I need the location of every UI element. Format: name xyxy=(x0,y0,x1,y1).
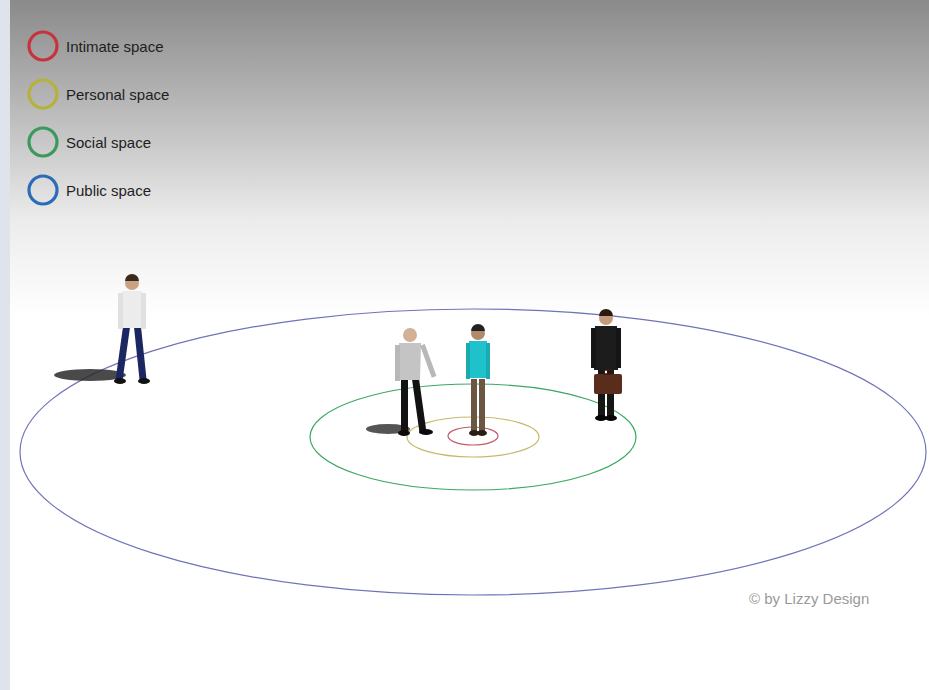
briefcase xyxy=(594,374,622,394)
head xyxy=(403,328,417,342)
arm xyxy=(486,343,490,379)
public-space-ring xyxy=(20,309,926,595)
frame-edge xyxy=(0,0,10,690)
torso xyxy=(122,291,142,328)
hair xyxy=(125,274,139,281)
legend-ring xyxy=(29,176,57,204)
legend-label: Intimate space xyxy=(66,38,164,55)
torso xyxy=(399,343,421,380)
arm xyxy=(591,328,596,368)
shoe xyxy=(477,430,487,436)
shoe xyxy=(138,378,150,384)
legend-swatch xyxy=(26,173,60,207)
leg xyxy=(479,379,485,433)
legend-ring xyxy=(29,32,57,60)
leg xyxy=(134,327,147,381)
legend-ring xyxy=(29,80,57,108)
arm xyxy=(466,343,470,379)
legend-entry: Public space xyxy=(26,173,151,207)
person-figure xyxy=(591,309,622,421)
torso xyxy=(469,341,487,378)
legend-swatch xyxy=(26,29,60,63)
person-figure xyxy=(466,324,490,436)
legend-swatch xyxy=(26,77,60,111)
legend-label: Social space xyxy=(66,134,151,151)
arm xyxy=(395,345,400,381)
shoe xyxy=(398,430,410,436)
legend-label: Public space xyxy=(66,182,151,199)
hair xyxy=(471,324,485,331)
legend-entry: Intimate space xyxy=(26,29,164,63)
arm xyxy=(616,328,621,368)
person-figure xyxy=(54,274,150,384)
legend-ring xyxy=(29,128,57,156)
person-figure xyxy=(366,328,436,436)
legend-entry: Personal space xyxy=(26,77,169,111)
legend-entry: Social space xyxy=(26,125,151,159)
legend-label: Personal space xyxy=(66,86,169,103)
hair xyxy=(599,309,613,316)
arm xyxy=(141,293,146,329)
suit-jacket xyxy=(594,326,618,370)
arm xyxy=(420,344,436,378)
arm xyxy=(118,293,123,329)
legend-swatch xyxy=(26,125,60,159)
shoe xyxy=(605,415,617,421)
watermark: © by Lizzy Design xyxy=(749,590,869,607)
briefcase-handle xyxy=(604,370,612,374)
leg xyxy=(412,378,426,432)
leg xyxy=(471,379,477,433)
shoe xyxy=(114,378,126,384)
shoe xyxy=(419,429,433,435)
leg xyxy=(401,379,408,433)
leg xyxy=(116,326,130,380)
